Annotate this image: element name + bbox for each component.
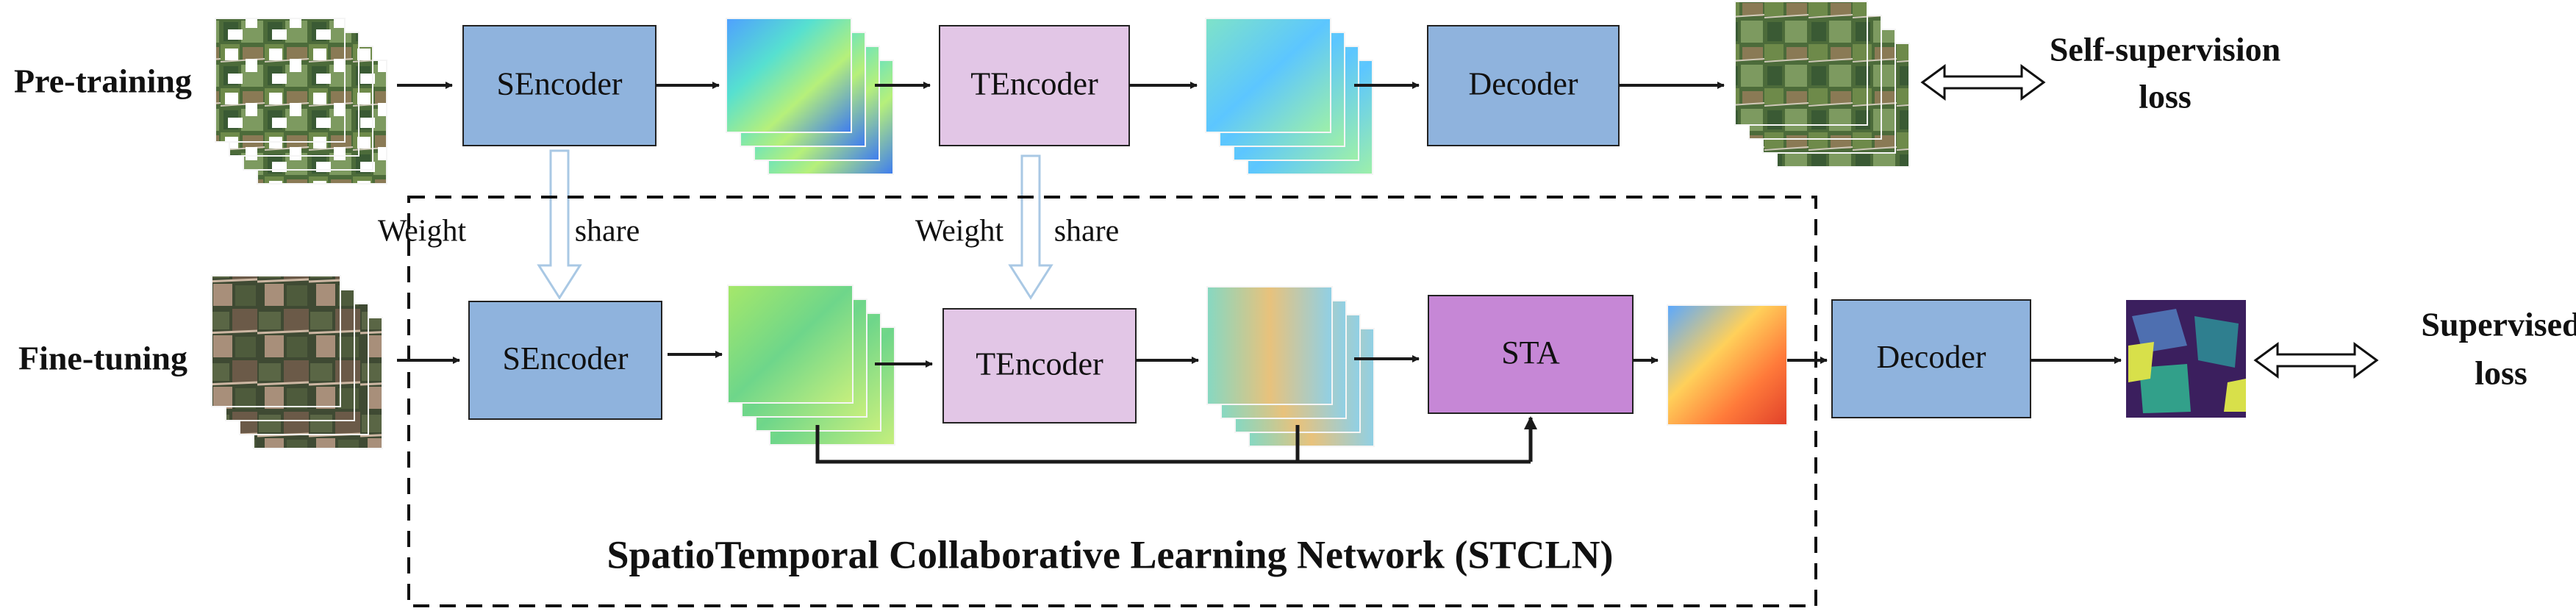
- self-supervision-loss-line1: Self-supervision: [2050, 31, 2280, 68]
- weight-share-arrow-tencoder: [1008, 154, 1053, 300]
- spatial-feature-stack-finetune-layer-0: [727, 285, 854, 404]
- share-label-tencoder: share: [1054, 215, 1120, 249]
- finetuning-label: Fine-tuning: [18, 340, 187, 377]
- temporal-feature-stack-pretrain-layer-0: [1205, 18, 1331, 133]
- reconstructed-output-stack-layer-0: [1734, 1, 1868, 126]
- tencoder-pretrain-label: TEncoder: [970, 66, 1098, 102]
- segmentation-field-3: [2139, 364, 2191, 413]
- supervised-double-arrow: [2253, 342, 2379, 379]
- input-image-stack-layer-0: [211, 275, 341, 407]
- stcln-dashed-box: [407, 196, 1817, 607]
- decoder-finetune: [1831, 299, 2031, 418]
- sencoder-finetune-label: SEncoder: [502, 340, 628, 376]
- self-supervision-loss-line2: loss: [2139, 78, 2192, 115]
- pretraining-label: Pre-training: [14, 62, 192, 100]
- segmentation-field-1: [2132, 309, 2187, 353]
- tencoder-finetune-label: TEncoder: [976, 346, 1103, 382]
- segmentation-field-5: [2224, 379, 2246, 412]
- share-label-sencoder: share: [575, 215, 640, 249]
- skip-connection-spatial: [815, 425, 1531, 464]
- sencoder-finetune: [468, 301, 662, 420]
- weight-label-tencoder: Weight: [915, 215, 1004, 249]
- segmentation-field-4: [2128, 342, 2154, 382]
- sta-module-label: STA: [1501, 335, 1560, 371]
- weight-label-sencoder: Weight: [378, 215, 467, 249]
- spatial-feature-stack-pretrain-layer-0: [726, 18, 852, 133]
- sencoder-pretrain-label: SEncoder: [496, 66, 622, 102]
- sta-module: [1428, 295, 1634, 414]
- segmentation-field-2: [2194, 316, 2239, 368]
- supervised-loss-line1: Supervised: [2421, 306, 2576, 343]
- sta-output-map: [1667, 304, 1788, 426]
- supervised-loss-line2: loss: [2475, 354, 2527, 392]
- decoder-pretrain-label: Decoder: [1468, 66, 1578, 102]
- tencoder-pretrain: [939, 25, 1130, 146]
- temporal-feature-stack-finetune-layer-0: [1206, 286, 1333, 405]
- self-supervision-double-arrow: [1920, 64, 2046, 101]
- decoder-finetune-label: Decoder: [1876, 339, 1986, 375]
- weight-share-arrow-sencoder: [537, 149, 582, 300]
- masked-input-stack-layer-0: [215, 18, 346, 143]
- stcln-title: SpatioTemporal Collaborative Learning Ne…: [607, 532, 1613, 576]
- tencoder-finetune: [942, 308, 1137, 424]
